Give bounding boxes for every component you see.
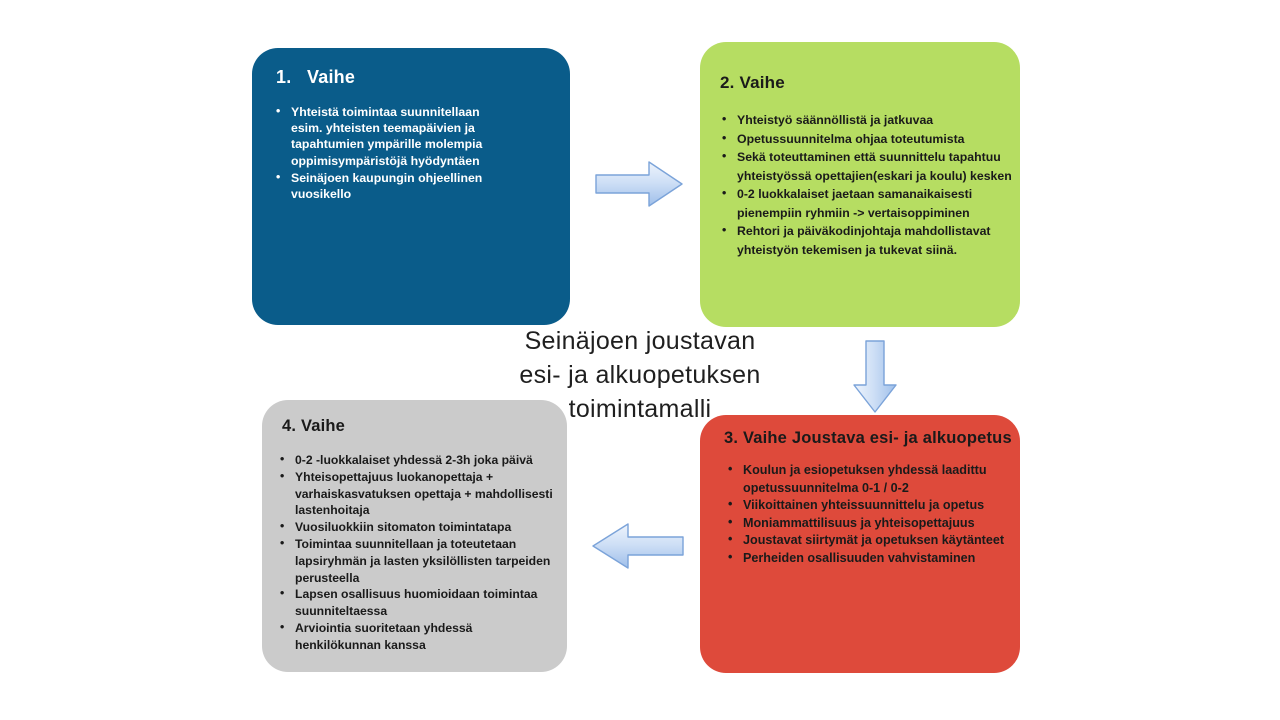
phase-2-title: 2. Vaihe (720, 73, 785, 92)
list-item: Seinäjoen kaupungin ohjeellinen vuosikel… (276, 169, 491, 202)
list-item: Sekä toteuttaminen että suunnittelu tapa… (722, 147, 1012, 185)
list-item: Koulun ja esiopetuksen yhdessä laadittu … (728, 461, 1008, 497)
phase-1-bullet-list: Yhteistä toimintaa suunnitellaan esim. y… (276, 103, 491, 202)
list-item: Rehtori ja päiväkodinjohtaja mahdollista… (722, 221, 1012, 259)
list-item: Lapsen osallisuus huomioidaan toimintaa … (280, 585, 555, 620)
list-item: Vuosiluokkiin sitomaton toimintatapa (280, 518, 555, 536)
arrow-right-icon (592, 156, 686, 217)
phase-4-bullet-list: 0-2 -luokkalaiset yhdessä 2-3h joka päiv… (280, 451, 555, 654)
phase-3-title: 3. Vaihe Joustava esi- ja alkuopetus (724, 429, 1012, 447)
list-item: Yhteisopettajuus luokanopettaja + varhai… (280, 468, 555, 519)
list-item: Yhteistä toimintaa suunnitellaan esim. y… (276, 103, 491, 169)
phase-box-4[interactable]: 4. Vaihe 0-2 -luokkalaiset yhdessä 2-3h … (262, 400, 567, 672)
diagram-title-line-2: esi- ja alkuopetuksen (519, 361, 761, 389)
arrow-down-icon (847, 338, 903, 421)
phase-box-1[interactable]: 1. Vaihe Yhteistä toimintaa suunnitellaa… (252, 48, 570, 325)
phase-3-bullet-list: Koulun ja esiopetuksen yhdessä laadittu … (728, 461, 1008, 568)
list-item: 0-2 luokkalaiset jaetaan samanaikaisesti… (722, 184, 1012, 222)
list-item: Arviointia suoritetaan yhdessä henkilöku… (280, 619, 555, 654)
list-item: Moniammattilisuus ja yhteisopettajuus (728, 514, 1008, 533)
list-item: Joustavat siirtymät ja opetuksen käytänt… (728, 531, 1008, 550)
diagram-title-line-1: Seinäjoen joustavan (524, 327, 756, 355)
diagram-title-line-3: toimintamalli (568, 395, 712, 423)
list-item: Opetussuunnitelma ohjaa toteutumista (722, 129, 1012, 149)
list-item: Viikoittainen yhteissuunnittelu ja opetu… (728, 496, 1008, 515)
list-item: Toimintaa suunnitellaan ja toteutetaan l… (280, 535, 555, 586)
list-item: Perheiden osallisuuden vahvistaminen (728, 549, 1008, 568)
list-item: Yhteistyö säännöllistä ja jatkuvaa (722, 110, 1012, 130)
arrow-left-icon (583, 518, 687, 579)
phase-2-bullet-list: Yhteistyö säännöllistä ja jatkuvaa Opetu… (722, 110, 1012, 259)
phase-4-title: 4. Vaihe (282, 417, 346, 435)
phase-box-2[interactable]: 2. Vaihe Yhteistyö säännöllistä ja jatku… (700, 42, 1020, 327)
list-item: 0-2 -luokkalaiset yhdessä 2-3h joka päiv… (280, 451, 555, 469)
phase-1-title: 1. Vaihe (276, 67, 356, 87)
diagram-title: Seinäjoen joustavan esi- ja alkuopetukse… (455, 324, 825, 426)
phase-box-3[interactable]: 3. Vaihe Joustava esi- ja alkuopetus Kou… (700, 415, 1020, 673)
